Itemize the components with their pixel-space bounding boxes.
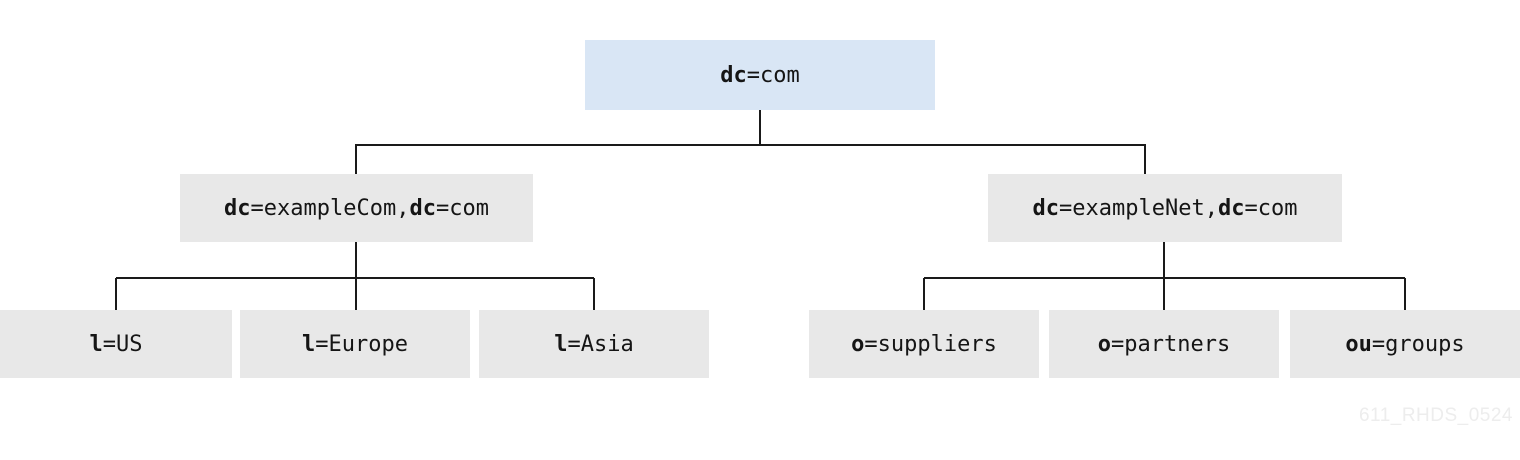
- node-l-asia: l=Asia: [479, 310, 709, 378]
- node-ou-groups: ou=groups: [1290, 310, 1520, 378]
- node-attr-label: dc: [720, 62, 747, 88]
- node-value-label: =suppliers: [864, 331, 997, 357]
- connector-root-to-level2: [355, 108, 1146, 178]
- node-l-europe: l=Europe: [240, 310, 470, 378]
- node-value-label: =US: [102, 331, 143, 357]
- node-value-label: =groups: [1371, 331, 1465, 357]
- node-o-suppliers: o=suppliers: [809, 310, 1039, 378]
- figure-watermark: 611_RHDS_0524: [1358, 405, 1513, 426]
- node-value-label: =partners: [1111, 331, 1231, 357]
- connector-examplenet-to-children: [923, 240, 1406, 314]
- node-dc-examplecom: dc=exampleCom,dc=com: [180, 174, 533, 242]
- node-attr-label: dc: [1217, 195, 1245, 221]
- node-attr-label: l: [302, 331, 316, 357]
- node-value-label: =Europe: [315, 331, 408, 357]
- node-value-label: =exampleCom,: [250, 195, 410, 221]
- node-value-label: =com: [435, 195, 489, 221]
- node-attr-label: l: [554, 331, 568, 357]
- node-dc-examplenet: dc=exampleNet,dc=com: [988, 174, 1342, 242]
- node-attr-label: dc: [224, 195, 251, 221]
- node-o-partners: o=partners: [1049, 310, 1279, 378]
- node-l-us: l=US: [0, 310, 232, 378]
- node-value-label: =com: [746, 62, 800, 88]
- node-attr-label: l: [89, 331, 103, 357]
- node-attr-label: ou: [1345, 331, 1372, 357]
- node-value-label: =exampleNet,: [1059, 195, 1218, 221]
- node-attr-label: dc: [409, 195, 436, 221]
- node-attr-label: o: [851, 331, 865, 357]
- node-value-label: =Asia: [567, 331, 634, 357]
- connector-examplecom-to-children: [115, 240, 595, 314]
- node-dc-com: dc=com: [585, 40, 935, 110]
- node-value-label: =com: [1244, 195, 1298, 221]
- node-attr-label: dc: [1032, 195, 1060, 221]
- node-attr-label: o: [1097, 331, 1112, 357]
